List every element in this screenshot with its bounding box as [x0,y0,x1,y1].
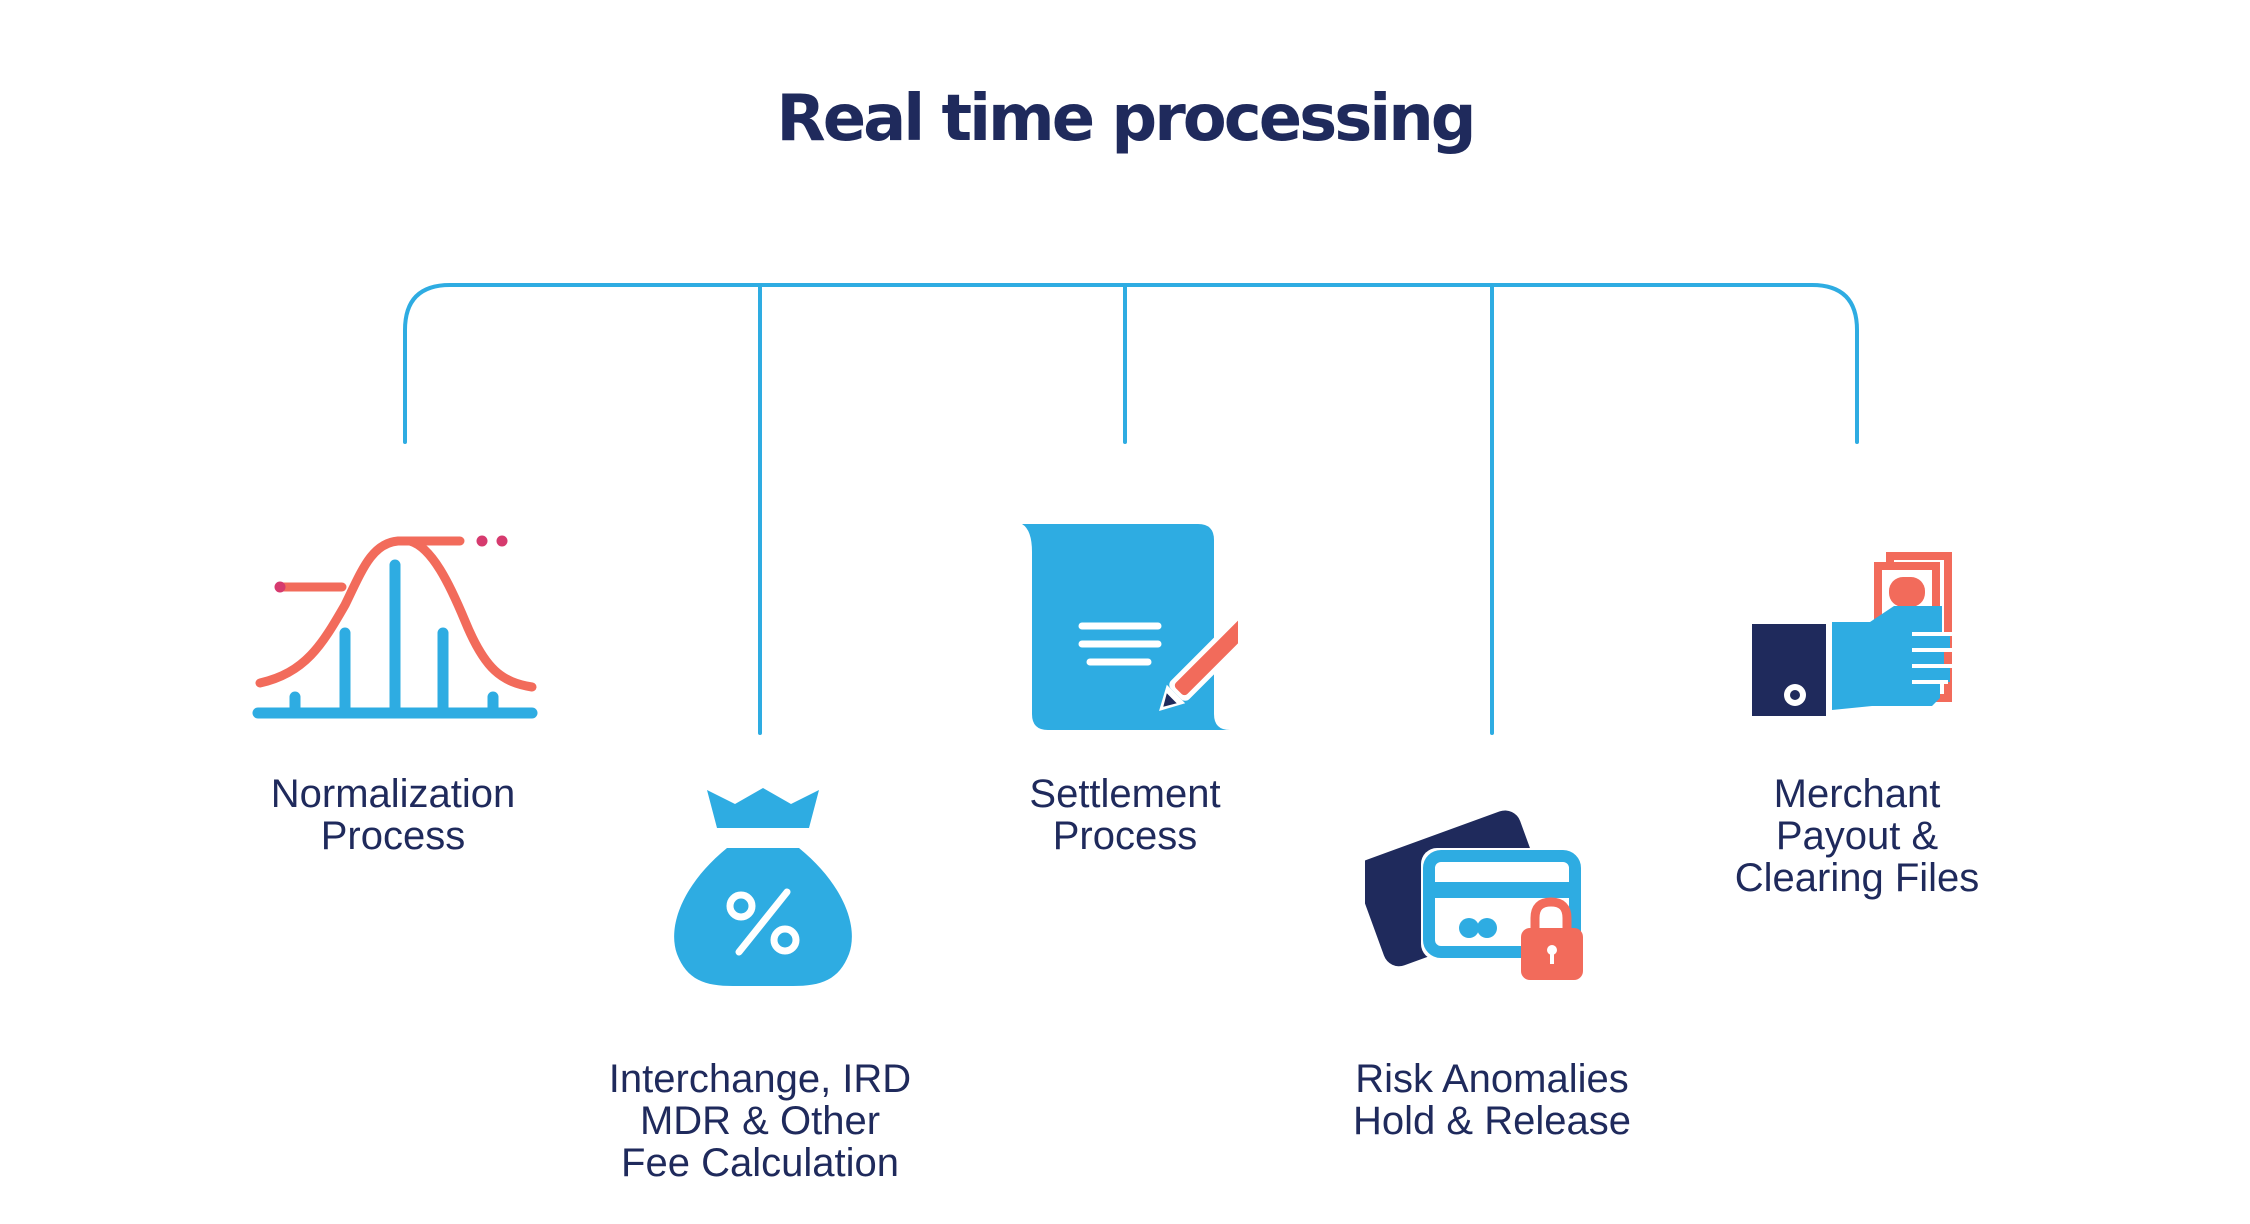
page-title: Real time processing [776,82,1476,156]
label-line: Hold & Release [1353,1099,1631,1143]
label-line: Clearing Files [1734,856,1980,900]
connector-branch-1 [403,283,1859,444]
step-label-normalization: Normalization Process [173,773,613,857]
label-line: Process [320,814,466,858]
label-line: Fee Calculation [621,1141,899,1185]
step-label-risk-anomalies: Risk Anomalies Hold & Release [1272,1058,1712,1142]
money-bag-percent-icon [674,788,852,986]
step-label-merchant-payout: Merchant Payout & Clearing Files [1637,773,2077,899]
step-label-settlement: Settlement Process [905,773,1345,857]
label-line: Normalization [270,772,516,816]
label-line: MDR & Other [639,1099,881,1143]
hand-cash-icon [1752,552,1952,716]
cards-lock-icon [1365,810,1583,980]
label-line: Merchant [1773,772,1941,816]
label-line: Risk Anomalies [1355,1057,1629,1101]
label-line: Settlement [1029,772,1221,816]
bell-curve-chart-icon [252,535,538,719]
label-line: Process [1052,814,1198,858]
document-pen-icon [1022,524,1238,730]
label-line: Interchange, IRD [608,1057,912,1101]
step-label-fee-calculation: Interchange, IRD MDR & Other Fee Calcula… [540,1058,980,1184]
label-line: Payout & [1775,814,1939,858]
